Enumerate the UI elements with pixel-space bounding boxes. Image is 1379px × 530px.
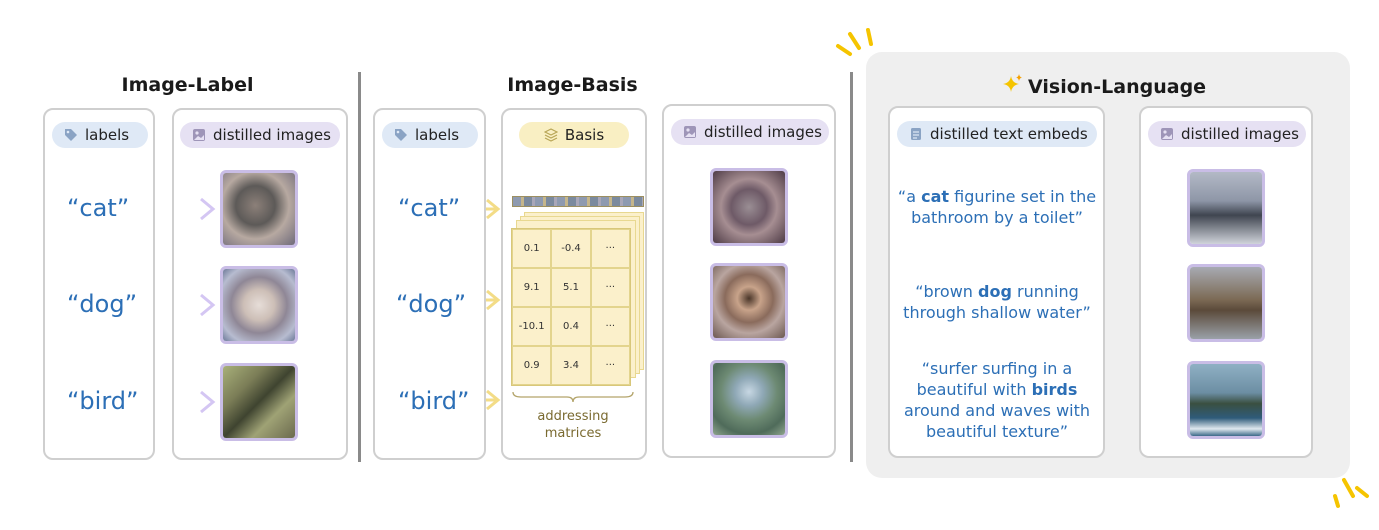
basis-word-dog: “dog” <box>396 290 467 318</box>
text-embeds-pill-text: distilled text embeds <box>930 125 1088 143</box>
labels-pill: labels <box>52 122 148 148</box>
tag-icon <box>394 128 408 142</box>
caption-bird: “surfer surfing in a beautiful with bird… <box>893 358 1101 442</box>
basis-pill-text: Basis <box>564 126 605 144</box>
basis-distilled-image-dog <box>710 263 788 341</box>
vision-language-title: Vision-Language <box>1028 75 1207 98</box>
matrix-brace <box>512 391 634 403</box>
basis-distilled-images-pill: distilled images <box>671 119 829 145</box>
section-divider-2 <box>850 72 853 462</box>
caption-bird-pre: “surfer surfing in a beautiful with <box>916 359 1073 399</box>
vl-distilled-images-pill: distilled images <box>1148 121 1306 147</box>
caption-dog-post: running through shallow water” <box>903 282 1091 322</box>
sparkle-rays-bottom-right <box>1333 478 1369 508</box>
caption-cat-bold: cat <box>921 187 950 206</box>
addressing-label-line2: matrices <box>544 426 602 441</box>
layers-icon <box>543 128 559 142</box>
matrix-cell: -10.1 <box>512 307 552 346</box>
basis-labels-pill-text: labels <box>415 126 460 144</box>
addressing-label-line1: addressing <box>537 409 609 424</box>
caption-cat-post: figurine set in the bathroom by a toilet… <box>911 187 1097 227</box>
image-basis-title: Image-Basis <box>507 74 638 96</box>
sparkle-rays-top-left <box>836 28 873 56</box>
basis-labels-column <box>373 108 486 460</box>
text-embeds-pill: distilled text embeds <box>897 121 1097 147</box>
distilled-images-pill-text: distilled images <box>213 126 331 144</box>
document-icon <box>909 127 923 141</box>
distilled-image-dog <box>220 266 298 344</box>
basis-image-strip <box>512 196 644 207</box>
arrow-bird <box>135 390 216 414</box>
matrix-cell: ··· <box>590 268 630 307</box>
basis-word-cat: “cat” <box>398 194 461 222</box>
distilled-images-pill: distilled images <box>180 122 340 148</box>
arrow-dog <box>135 293 216 317</box>
caption-bird-bold: birds <box>1031 380 1078 399</box>
vl-distilled-images-pill-text: distilled images <box>1181 125 1299 143</box>
matrix-cell: 5.1 <box>551 268 591 307</box>
vl-distilled-image-dog <box>1187 264 1265 342</box>
caption-cat-pre: “a <box>897 187 922 206</box>
addressing-matrices-label: addressing matrices <box>511 408 635 442</box>
tag-icon <box>64 128 78 142</box>
caption-dog: “brown dog running through shallow water… <box>886 281 1108 323</box>
caption-bird-post: around and waves with beautiful texture” <box>903 401 1091 441</box>
distilled-image-bird <box>220 363 298 441</box>
matrix-cell: 0.9 <box>512 346 552 385</box>
matrix-cell: ··· <box>590 346 630 385</box>
matrix-cell: 9.1 <box>512 268 552 307</box>
arrow-cat <box>135 197 216 221</box>
caption-dog-pre: “brown <box>915 282 979 301</box>
text-embeds-column <box>888 106 1105 458</box>
basis-word-bird: “bird” <box>398 387 470 415</box>
basis-distilled-image-cat <box>710 168 788 246</box>
basis-distilled-images-pill-text: distilled images <box>704 123 822 141</box>
addressing-matrix: 0.1 -0.4 ··· 9.1 5.1 ··· -10.1 0.4 ··· 0… <box>511 228 631 386</box>
image-icon <box>683 125 697 139</box>
word-bird: “bird” <box>67 387 139 415</box>
section-divider-1 <box>358 72 361 462</box>
basis-distilled-image-bird <box>710 360 788 438</box>
matrix-cell: 0.4 <box>551 307 591 346</box>
matrix-cell: 3.4 <box>551 346 591 385</box>
basis-pill: Basis <box>519 122 629 148</box>
word-dog: “dog” <box>67 290 138 318</box>
matrix-cell: ··· <box>590 307 630 346</box>
sparkle-icon <box>1000 72 1024 101</box>
image-icon <box>1160 127 1174 141</box>
vl-distilled-image-bird <box>1187 361 1265 439</box>
basis-labels-pill: labels <box>382 122 478 148</box>
labels-pill-text: labels <box>85 126 130 144</box>
matrix-cell: -0.4 <box>551 229 591 268</box>
caption-dog-bold: dog <box>978 282 1012 301</box>
matrix-cell: 0.1 <box>512 229 552 268</box>
image-icon <box>192 128 206 142</box>
vision-language-heading: Vision-Language <box>1000 72 1206 101</box>
image-label-title: Image-Label <box>121 74 254 96</box>
distilled-image-cat <box>220 170 298 248</box>
matrix-cell: ··· <box>590 229 630 268</box>
caption-cat: “a cat figurine set in the bathroom by a… <box>891 186 1103 228</box>
vl-distilled-image-cat <box>1187 169 1265 247</box>
word-cat: “cat” <box>67 194 130 222</box>
